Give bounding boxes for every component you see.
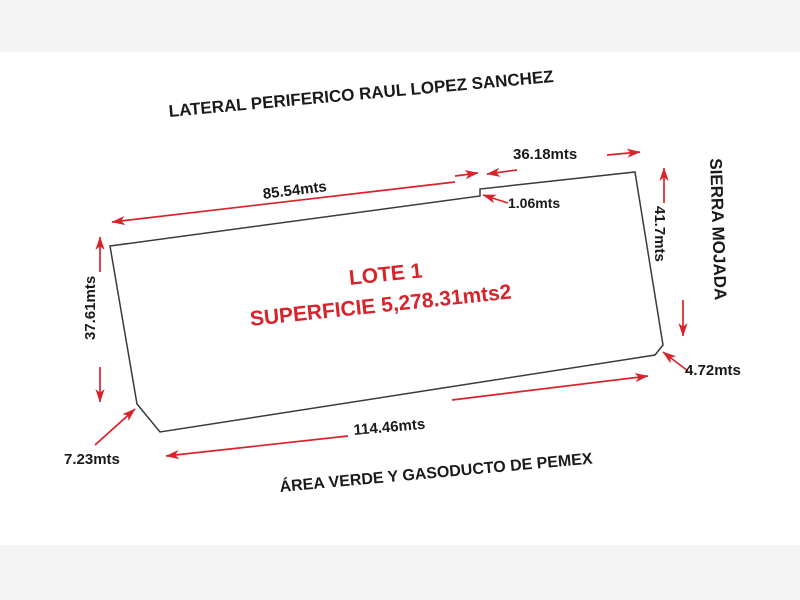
- dimension-line-114-46-left: [165, 435, 349, 460]
- dimension-label-step: 1.06mts: [508, 195, 561, 211]
- dimension-line-7-23: [94, 408, 136, 446]
- dimension-label-east-side: 41.7mts: [651, 206, 668, 262]
- dimension-line-36-18-left: [454, 170, 479, 180]
- dimension-line-4-72: [662, 351, 689, 372]
- parcel-boundary: [109, 171, 664, 433]
- dimension-line-36-18-right: [606, 148, 641, 158]
- dimension-line-36-18-inner: [486, 167, 518, 177]
- bottom-background-band: [0, 545, 800, 600]
- dimension-label-south-east-chamfer: 4.72mts: [685, 362, 741, 379]
- dimension-label-west-side: 37.61mts: [82, 275, 99, 340]
- dimension-label-north-east-run: 36.18mts: [513, 146, 578, 163]
- top-background-band: [0, 0, 800, 52]
- dimension-line-114-46-right: [451, 373, 649, 401]
- dimension-line-1-06: [482, 194, 509, 204]
- dimension-line-85-54: [111, 181, 456, 226]
- dimension-label-south-west-chamfer: 7.23mts: [64, 451, 120, 468]
- street-label-east: SIERRA MOJADA: [706, 157, 730, 301]
